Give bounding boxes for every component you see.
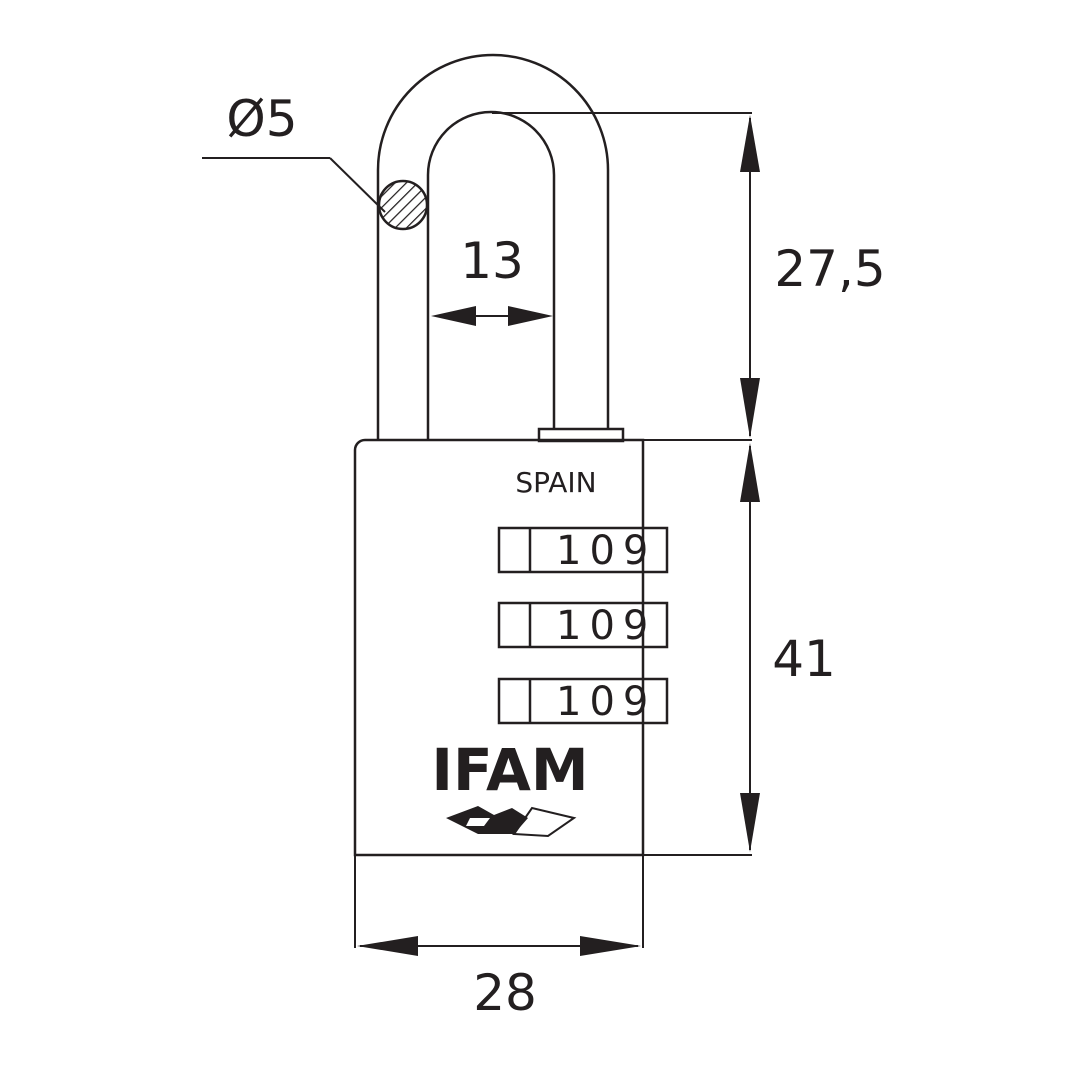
- lock-body: SPAIN 109 109 109 IFAM: [353, 438, 669, 857]
- shackle-diameter-label: Ø5: [226, 90, 297, 148]
- shackle-outer-outline: [376, 53, 610, 440]
- combination-dial-2[interactable]: 109: [497, 601, 669, 649]
- country-mark: SPAIN: [515, 466, 596, 499]
- body-height-label: 41: [772, 630, 836, 688]
- dial-digits: 109: [556, 528, 656, 574]
- body-width-dimension: 28: [354, 855, 644, 1022]
- shackle-diameter-callout: Ø5: [202, 90, 386, 213]
- combination-dial-1[interactable]: 109: [497, 526, 669, 574]
- body-height-dimension: 41: [643, 443, 836, 856]
- shackle-clearance-dimension: 27,5: [492, 112, 886, 441]
- shackle-inner-width-label: 13: [460, 232, 524, 290]
- brand-logo-emblem: [446, 806, 577, 838]
- brand-logo-text: IFAM: [431, 736, 588, 804]
- dial-digits: 109: [556, 603, 656, 649]
- shackle-inner-outline: [426, 110, 556, 440]
- combination-dial-3[interactable]: 109: [497, 677, 669, 725]
- body-width-label: 28: [473, 964, 537, 1022]
- shackle-clearance-label: 27,5: [774, 240, 885, 298]
- shackle-section-hatched: [377, 179, 429, 231]
- dial-digits: 109: [556, 679, 656, 725]
- shackle-inner-width-dimension: 13: [431, 232, 553, 326]
